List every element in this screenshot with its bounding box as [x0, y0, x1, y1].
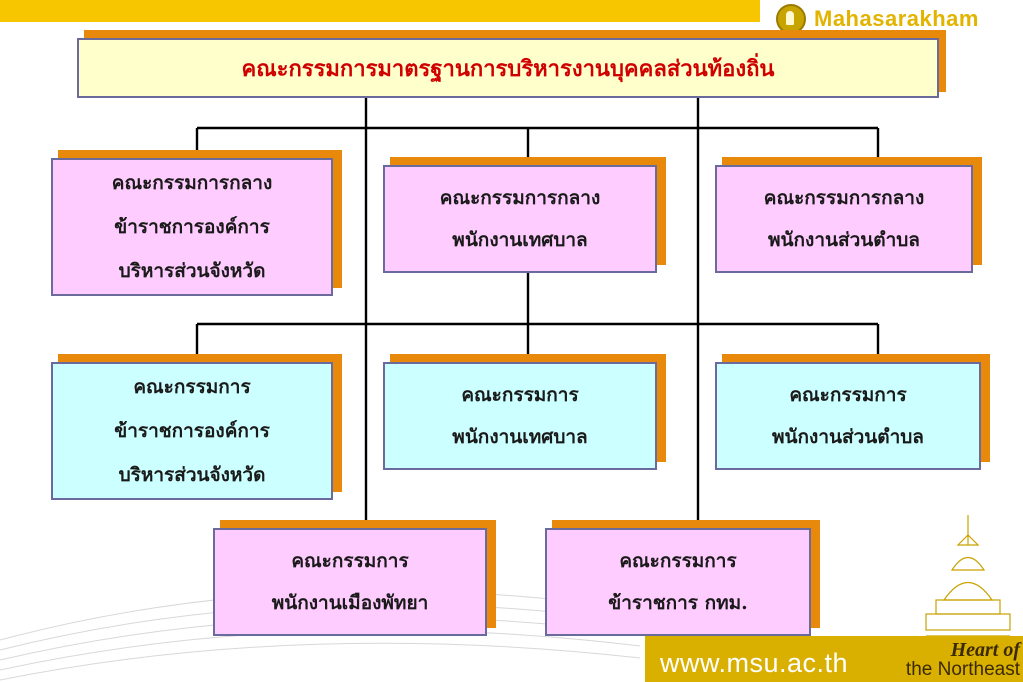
logo-text: Mahasarakham	[814, 6, 979, 31]
node-line: คณะกรรมการ	[461, 384, 579, 406]
node-line: ข้าราชการองค์การ	[114, 216, 270, 238]
special-node-pattaya: คณะกรรมการ พนักงานเมืองพัทยา	[213, 528, 487, 636]
node-line: บริหารส่วนจังหวัด	[118, 260, 266, 282]
node-line: คณะกรรมการ	[133, 376, 251, 398]
central-node-subdistrict: คณะกรรมการกลาง พนักงานส่วนตำบล	[715, 165, 973, 273]
pagoda-icon	[925, 515, 1011, 637]
connector-lines	[195, 98, 880, 522]
node-line: คณะกรรมการกลาง	[763, 187, 925, 209]
root-node-label: คณะกรรมการมาตรฐานการบริหารงานบุคคลส่วนท้…	[241, 55, 775, 82]
node-line: พนักงานส่วนตำบล	[768, 229, 920, 251]
node-line: คณะกรรมการ	[789, 384, 907, 406]
website-url: www.msu.ac.th	[660, 648, 849, 678]
footer-tagline: Heart of the Northeast	[868, 640, 1020, 680]
footer-band	[645, 636, 1023, 682]
node-line: คณะกรรมการกลาง	[439, 187, 601, 209]
special-node-bangkok: คณะกรรมการ ข้าราชการ กทม.	[545, 528, 811, 636]
node-line: บริหารส่วนจังหวัด	[118, 464, 266, 486]
node-line: คณะกรรมการ	[291, 550, 409, 572]
provincial-node-pao: คณะกรรมการ ข้าราชการองค์การ บริหารส่วนจั…	[51, 362, 333, 500]
central-node-pao: คณะกรรมการกลาง ข้าราชการองค์การ บริหารส่…	[51, 158, 333, 296]
node-line: คณะกรรมการ	[619, 550, 737, 572]
provincial-node-subdistrict: คณะกรรมการ พนักงานส่วนตำบล	[715, 362, 981, 470]
node-line: พนักงานเทศบาล	[452, 426, 588, 448]
node-line: พนักงานส่วนตำบล	[772, 426, 924, 448]
central-node-municipality: คณะกรรมการกลาง พนักงานเทศบาล	[383, 165, 657, 273]
tagline-line1: Heart of	[950, 639, 1020, 661]
node-line: พนักงานเมืองพัทยา	[271, 592, 429, 614]
node-line: พนักงานเทศบาล	[452, 229, 588, 251]
node-line: ข้าราชการ กทม.	[608, 592, 748, 614]
tagline-line2: the Northeast	[905, 659, 1020, 680]
root-node-title: คณะกรรมการมาตรฐานการบริหารงานบุคคลส่วนท้…	[77, 38, 939, 98]
top-accent-bar	[0, 0, 760, 22]
node-line: ข้าราชการองค์การ	[114, 420, 270, 442]
provincial-node-municipality: คณะกรรมการ พนักงานเทศบาล	[383, 362, 657, 470]
node-line: คณะกรรมการกลาง	[111, 172, 273, 194]
